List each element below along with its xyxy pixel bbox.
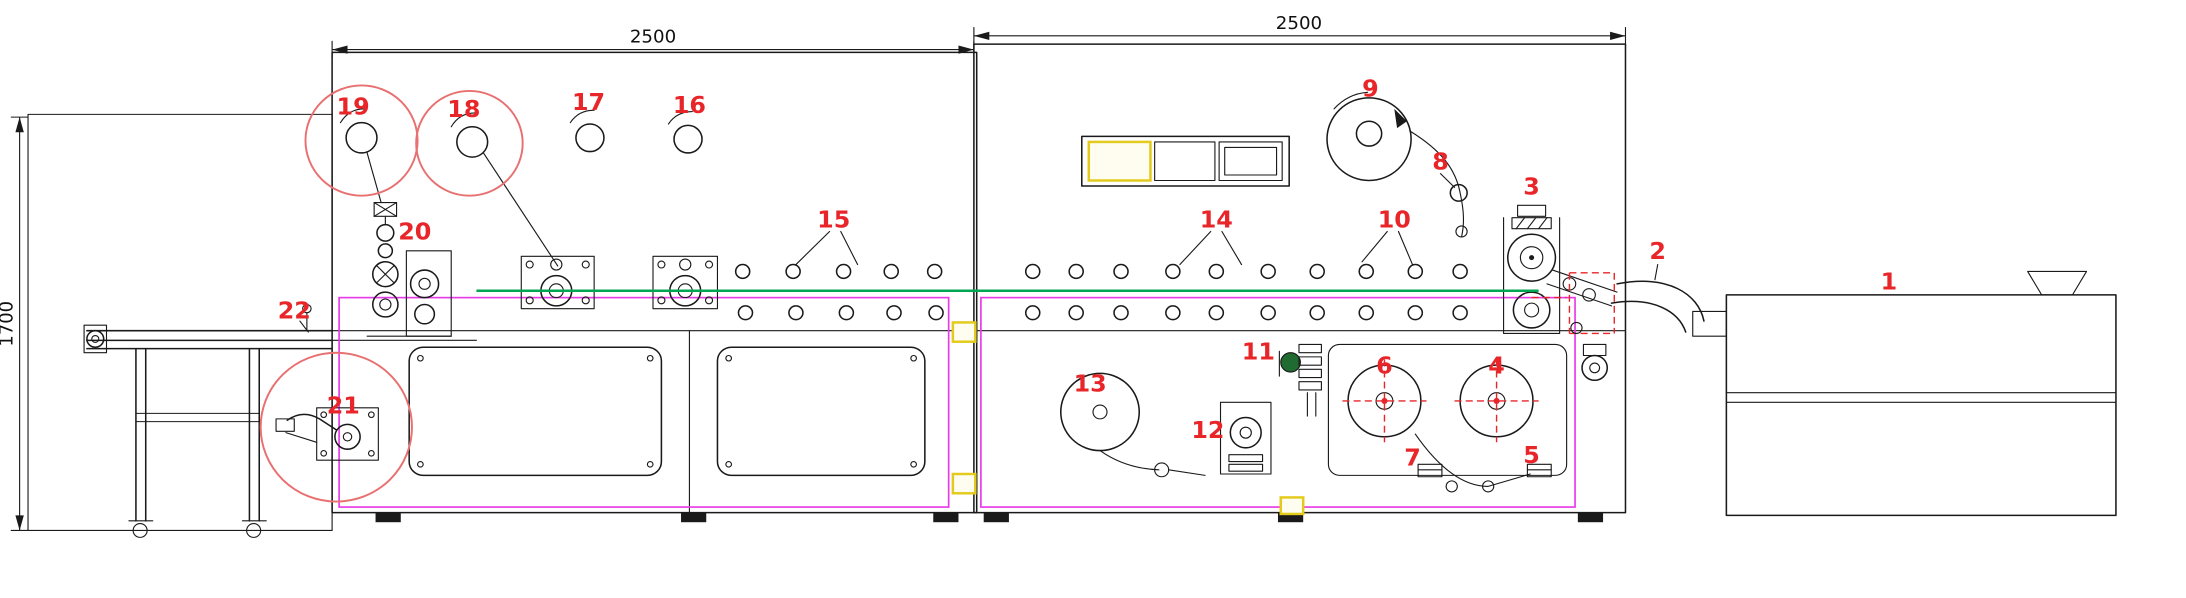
- part-label-17: 17: [572, 88, 605, 116]
- dimension-text-height: 1700: [0, 301, 18, 347]
- part-label-4: 4: [1488, 352, 1505, 380]
- part-label-2: 2: [1649, 237, 1666, 265]
- part-label-20: 20: [398, 218, 431, 246]
- part-label-3: 3: [1523, 172, 1540, 200]
- label-leader-lines: [299, 173, 1659, 333]
- film-roll-19: [339, 108, 382, 204]
- roller-plate-a: [520, 255, 595, 310]
- red-dashed-chute: [1531, 272, 1615, 335]
- part-label-1: 1: [1881, 268, 1898, 296]
- dimension-text-2500-left: 2500: [630, 27, 676, 48]
- part-label-6: 6: [1376, 352, 1393, 380]
- component-11: [1278, 343, 1322, 417]
- red-annotation-circles: [259, 84, 524, 503]
- roller-row-1-bottom: [737, 305, 944, 321]
- film-roll-13: [1059, 372, 1206, 478]
- roller-row-1-top: [734, 263, 943, 280]
- part-label-8: 8: [1432, 148, 1449, 176]
- conveyor-table: [83, 303, 333, 538]
- width-dimension-left: 2500: [331, 27, 975, 59]
- roller-row-2-top: [1024, 263, 1468, 280]
- part-labels: 1 2 3 4 5 6 7 8 9 10 11 12 13 14 15 16 1…: [278, 75, 1898, 472]
- tensioner-5: [1526, 463, 1552, 478]
- height-dimension: 1700: [0, 116, 29, 532]
- part-label-15: 15: [817, 206, 850, 234]
- part-label-18: 18: [447, 95, 480, 123]
- part-label-22: 22: [278, 296, 311, 324]
- part-label-7: 7: [1404, 444, 1421, 472]
- right-edge-components: [1570, 321, 1609, 382]
- spool-panel: [1327, 343, 1568, 476]
- part-label-16: 16: [673, 91, 706, 119]
- roller-17: [569, 109, 605, 153]
- tensioner-7: [1417, 463, 1443, 478]
- assembly-21: [275, 407, 379, 461]
- control-panel: [1081, 135, 1290, 187]
- bottom-guide-path: [1414, 433, 1531, 493]
- mounting-feet: [375, 512, 1604, 523]
- magenta-guide-outlines: [338, 296, 1576, 508]
- film-guide-8: [1449, 183, 1468, 238]
- spool-4: [1454, 359, 1539, 443]
- assembly-20: [366, 201, 452, 337]
- part-label-10: 10: [1378, 206, 1411, 234]
- roller-16: [667, 111, 703, 154]
- part-label-19: 19: [337, 93, 370, 121]
- part-label-21: 21: [327, 392, 360, 420]
- roller-row-2-bottom: [1024, 305, 1468, 321]
- assembly-3: [1503, 204, 1618, 334]
- part-label-5: 5: [1523, 441, 1540, 469]
- transfer-tube-2: [1610, 280, 1705, 333]
- machine-1-cabinet: [1692, 270, 2117, 517]
- film-roll-9: [1326, 91, 1465, 238]
- part-label-11: 11: [1242, 338, 1275, 366]
- roller-plate-b: [652, 255, 719, 310]
- part-label-13: 13: [1074, 370, 1107, 398]
- machine-section-1-frame: [331, 51, 978, 514]
- component-12: [1219, 401, 1272, 475]
- width-dimension-right: 2500: [973, 13, 1627, 45]
- spool-6: [1342, 359, 1427, 443]
- part-label-9: 9: [1362, 75, 1379, 103]
- film-roll-18: [450, 112, 559, 267]
- dimension-text-2500-right: 2500: [1276, 13, 1322, 34]
- part-label-12: 12: [1191, 416, 1224, 444]
- part-label-14: 14: [1200, 206, 1233, 234]
- lower-panels-section-1: [408, 346, 926, 477]
- yellow-markers: [951, 321, 1305, 516]
